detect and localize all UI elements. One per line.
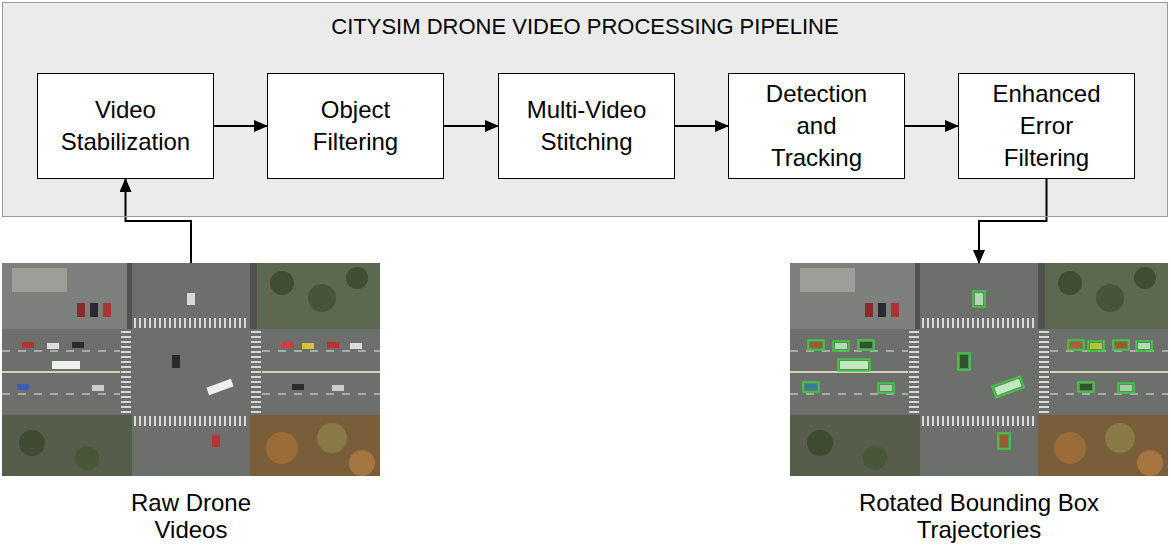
box-label: Detection and Tracking — [749, 78, 885, 174]
flow-arrow — [675, 125, 728, 127]
pipeline-panel: CITYSIM DRONE VIDEO PROCESSING PIPELINE V… — [2, 2, 1168, 217]
panel-fill — [2, 2, 1168, 217]
bounding-box — [998, 433, 1010, 449]
image-caption: Rotated Bounding Box Trajectories — [829, 490, 1129, 544]
drone-image: Rotated Bounding Box Trajectories — [790, 263, 1168, 476]
bounding-box — [1088, 341, 1104, 351]
process-box: Detection and Tracking — [728, 73, 905, 179]
flow-arrow — [444, 125, 498, 127]
bounding-box — [858, 340, 874, 350]
image-caption: Raw Drone Videos — [111, 490, 271, 544]
box-label: Video Stabilization — [58, 94, 194, 158]
bounding-box — [878, 383, 894, 393]
bounding-box — [1136, 341, 1152, 351]
box-label: Object Filtering — [288, 94, 424, 158]
bounding-box — [1113, 340, 1129, 350]
bounding-box — [973, 291, 985, 307]
box-label: Enhanced Error Filtering — [979, 78, 1115, 174]
bounding-box — [833, 341, 849, 351]
process-box: Multi-Video Stitching — [498, 73, 675, 179]
bounding-box — [1078, 382, 1094, 392]
flow-arrow — [214, 125, 267, 127]
process-box: Enhanced Error Filtering — [958, 73, 1135, 179]
annotated-drone-frame — [790, 263, 1168, 476]
rotated-bounding-boxes — [803, 291, 1152, 449]
flow-arrow — [905, 125, 958, 127]
bounding-box — [838, 359, 870, 371]
pipeline-title: CITYSIM DRONE VIDEO PROCESSING PIPELINE — [3, 13, 1167, 41]
process-box: Video Stabilization — [37, 73, 214, 179]
process-box: Object Filtering — [267, 73, 444, 179]
box-label: Multi-Video Stitching — [519, 94, 655, 158]
drone-image: Raw Drone Videos — [2, 263, 380, 476]
bounding-box — [992, 376, 1024, 398]
bounding-box — [1118, 383, 1134, 393]
flow-arrow — [979, 179, 1047, 263]
bounding-box — [958, 353, 970, 370]
raw-drone-frame — [2, 263, 380, 476]
bounding-box — [803, 382, 819, 392]
bounding-box — [1068, 340, 1084, 350]
bounding-box — [808, 340, 824, 350]
flow-arrow — [126, 179, 192, 263]
